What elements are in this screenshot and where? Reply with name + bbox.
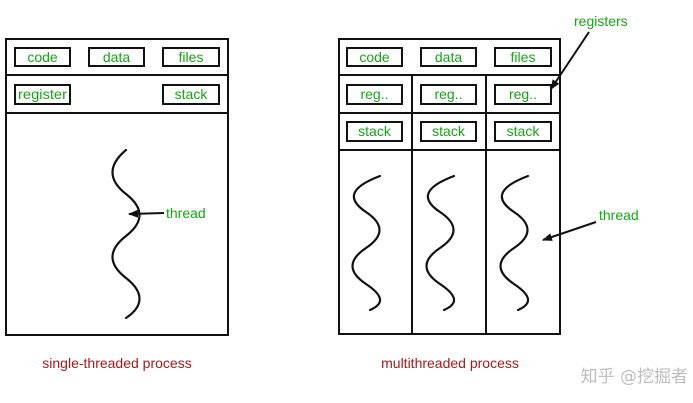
multi-code-label: code (359, 49, 390, 65)
watermark: 知乎 @挖掘者 (581, 367, 688, 387)
multi-stack-box-3 (494, 121, 552, 142)
single-thread-squiggle (111, 148, 141, 320)
single-register-label: register (18, 86, 67, 102)
multi-stack-box-1 (346, 121, 403, 142)
multi-reg-box-2 (420, 84, 477, 105)
multithreaded-process: code data files reg.. reg.. reg.. stack … (338, 13, 639, 371)
multi-data-box (420, 47, 477, 67)
multi-data-label: data (435, 49, 462, 65)
multi-reg-box-3 (494, 84, 552, 105)
single-stack-box (162, 84, 220, 105)
multi-thread-arrow (542, 221, 597, 241)
registers-callout-label: registers (574, 13, 628, 29)
registers-callout-arrow (550, 31, 590, 90)
multi-reg-label-1: reg.. (360, 86, 388, 102)
single-thread-label: thread (166, 205, 206, 221)
single-data-box (88, 47, 145, 67)
single-code-box (14, 47, 71, 67)
single-caption: single-threaded process (42, 355, 191, 371)
single-thread-arrow (128, 209, 165, 218)
single-process-frame (5, 38, 229, 336)
single-stack-label: stack (175, 86, 209, 102)
multi-reg-label-2: reg.. (434, 86, 462, 102)
multi-files-label: files (511, 49, 536, 65)
multi-reg-label-3: reg.. (509, 86, 537, 102)
multi-files-box (494, 47, 552, 67)
single-threaded-process: code data files register stack thread si… (5, 38, 229, 371)
multi-stack-box-2 (420, 121, 477, 142)
multi-thread-label: thread (599, 207, 639, 223)
multi-stack-label-3: stack (507, 123, 541, 139)
multi-caption: multithreaded process (381, 355, 519, 371)
multi-stack-label-1: stack (358, 123, 392, 139)
single-data-label: data (103, 49, 130, 65)
multi-reg-box-1 (346, 84, 403, 105)
multi-thread-squiggle-1 (351, 174, 382, 312)
multi-thread-squiggle-2 (425, 174, 456, 312)
single-files-box (162, 47, 220, 67)
single-code-label: code (27, 49, 58, 65)
single-files-label: files (179, 49, 204, 65)
multi-code-box (346, 47, 403, 67)
multi-stack-label-2: stack (432, 123, 466, 139)
single-register-box (14, 84, 71, 105)
multi-thread-squiggle-3 (499, 174, 530, 312)
